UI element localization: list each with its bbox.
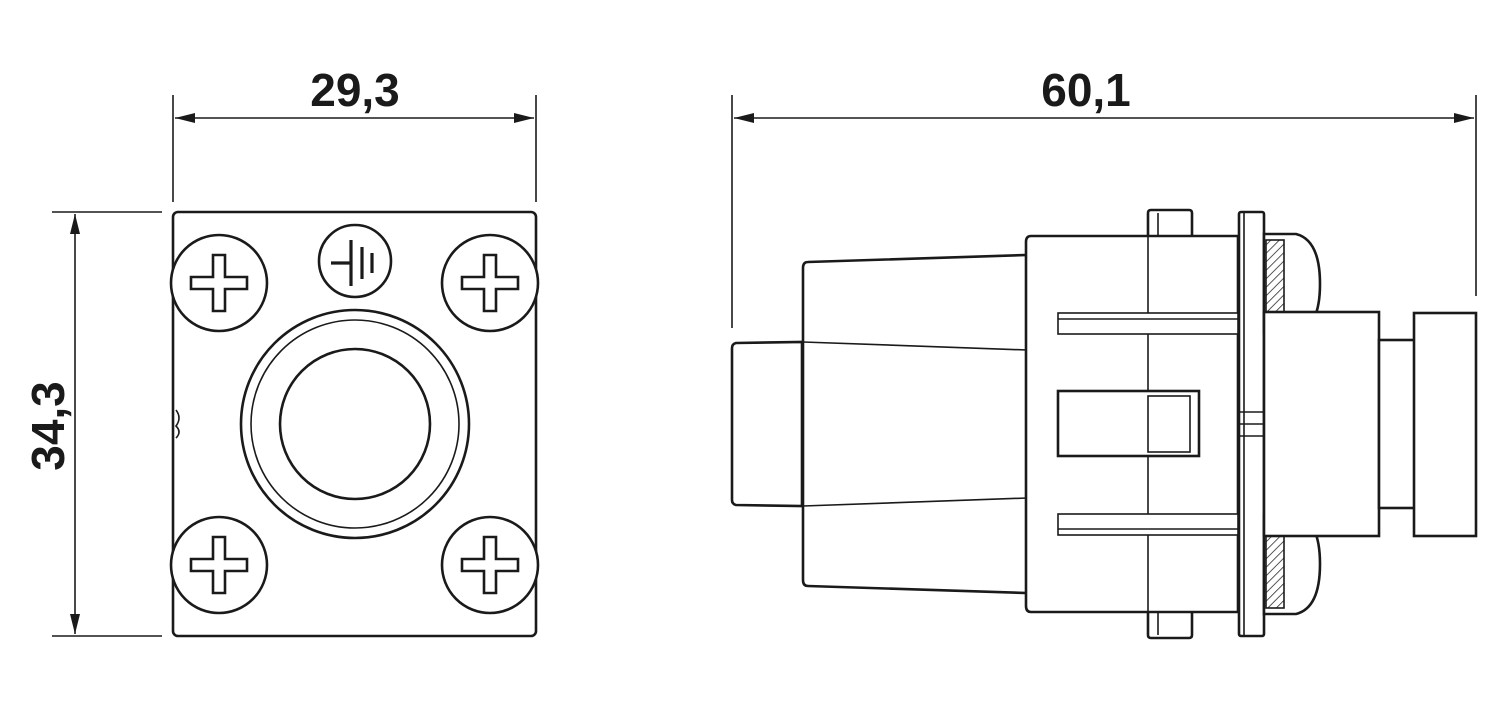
contact-opening (239, 308, 471, 540)
front-height-dimension: 34,3 (22, 211, 162, 637)
front-contact-face (1412, 311, 1478, 538)
side-view: 60,1 (730, 64, 1478, 640)
side-length-dimension: 60,1 (731, 64, 1477, 328)
top-latch (1146, 208, 1194, 236)
bottom-latch (1146, 612, 1194, 640)
rear-body (801, 253, 1029, 595)
side-length-label: 60,1 (1041, 64, 1131, 116)
phillips-screw-icon (440, 515, 540, 615)
phillips-screw-icon (169, 515, 269, 615)
ground-symbol-icon (317, 223, 393, 299)
phillips-screw-icon (169, 233, 269, 333)
front-connector-neck (1377, 338, 1417, 510)
guide-slot-top (1057, 312, 1239, 335)
front-width-dimension: 29,3 (172, 64, 537, 202)
front-width-label: 29,3 (310, 64, 400, 116)
front-height-label: 34,3 (22, 381, 74, 471)
guide-slot-bottom (1057, 513, 1239, 536)
phillips-screw-icon (440, 233, 540, 333)
front-connector-body (1262, 310, 1381, 538)
contact-tip (730, 340, 804, 508)
locking-window (1056, 389, 1201, 458)
side-screw-top (1262, 232, 1322, 335)
front-view: 29,3 34,3 (22, 64, 540, 638)
